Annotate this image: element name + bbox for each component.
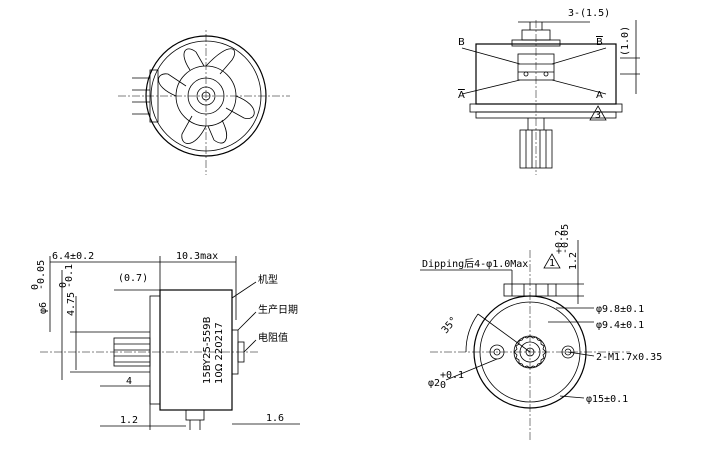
dim-6.4: 6.4±0.2: [52, 251, 94, 262]
dim-1.2: 1.2: [120, 415, 138, 426]
front-view: [461, 20, 640, 175]
dim-angle-35: 35°: [440, 315, 460, 336]
pin-label-a-bar: A: [458, 90, 465, 101]
marking-line1: 15BY25-559B: [202, 316, 213, 384]
label-date: 生产日期: [258, 303, 298, 316]
dim-4.75-tol-top: 0: [58, 282, 69, 288]
label-type: 机型: [258, 273, 278, 286]
side-view: [0, 160, 330, 453]
dim-phi6-tol-bot: -0.05: [36, 260, 47, 290]
end-view: [420, 240, 630, 440]
dim-0.7: (0.7): [118, 273, 148, 284]
pin-label-b: B: [458, 37, 465, 48]
dim-phi2-tol-top: +0.1: [440, 370, 464, 381]
dim-4.75: 4.75: [66, 292, 77, 316]
dim-4.75-tol-bot: -0.1: [64, 264, 75, 288]
rear-view: [118, 0, 290, 175]
dim-3-1.5: 3-(1.5): [568, 8, 610, 19]
pin-label-b-bar: B: [596, 37, 603, 48]
dim-phi6-tol-top: 0: [30, 284, 41, 290]
dim-phi6: φ6: [38, 302, 49, 314]
pin-label-a: A: [596, 90, 603, 101]
dim-h-1.2: 1.2: [568, 252, 579, 270]
dim-phi9.8: φ9.8±0.1: [596, 304, 644, 315]
note-triangle-3: 3: [595, 110, 601, 121]
dim-m1.7: 2-M1.7x0.35: [596, 352, 662, 363]
label-resistance: 电阻值: [258, 331, 288, 344]
dim-phi15: φ15±0.1: [586, 394, 628, 405]
note-triangle-1: 1: [549, 258, 555, 269]
dim-h-1.2-tol-bot: -0.05: [560, 224, 571, 254]
dim-h-1.2-tol-top: +0.2: [554, 230, 565, 254]
dim-phi9.4: φ9.4±0.1: [596, 320, 644, 331]
dim-1.6: 1.6: [266, 413, 284, 424]
marking-line2: 10Ω 220217: [214, 322, 225, 384]
dim-phi2-tol-bot: 0: [440, 380, 446, 391]
dim-phi2: φ2: [428, 378, 440, 389]
dim-10.3max: 10.3max: [176, 251, 218, 262]
dim-1.0: (1.0): [620, 26, 631, 56]
note-dipping: Dipping后4-φ1.0Max: [422, 258, 528, 270]
dim-4: 4: [126, 376, 132, 387]
